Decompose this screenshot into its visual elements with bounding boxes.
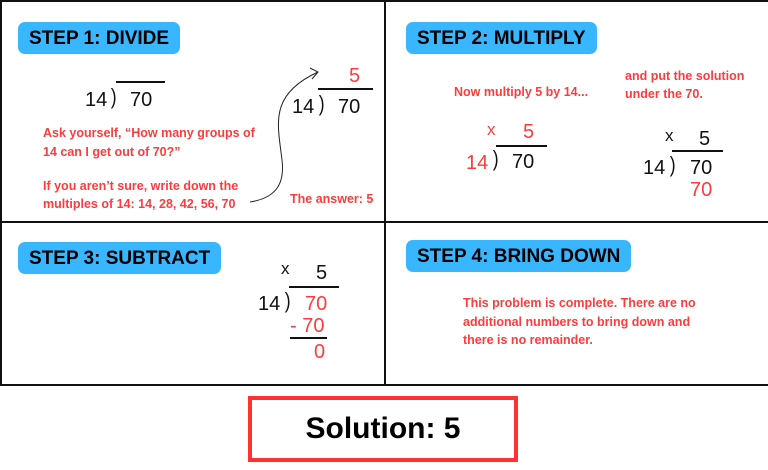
step2-header: STEP 2: MULTIPLY: [406, 22, 597, 54]
divider: [0, 221, 768, 223]
divisor: 14: [292, 96, 315, 118]
instruction: multiples of 14: 14, 28, 42, 56, 70: [43, 197, 236, 211]
division-bracket: ): [318, 91, 325, 116]
division-bar: [496, 145, 547, 147]
divisor: 14: [258, 293, 281, 315]
times-sign: x: [281, 259, 290, 278]
quotient: 5: [316, 262, 328, 284]
division-bracket: ): [284, 288, 291, 313]
instruction: This problem is complete. There are no: [463, 296, 696, 310]
divisor: 14: [85, 89, 108, 111]
step3-header: STEP 3: SUBTRACT: [18, 242, 222, 274]
product: 70: [690, 179, 713, 201]
step4-header: STEP 4: BRING DOWN: [406, 240, 632, 272]
instruction: Ask yourself, “How many groups of: [43, 126, 255, 140]
subtrahend: - 70: [290, 315, 325, 337]
dividend: 70: [338, 96, 361, 118]
instruction: under the 70.: [625, 87, 703, 101]
division-bracket: ): [669, 152, 676, 177]
answer-text: The answer: 5: [290, 192, 374, 206]
solution-box: Solution: 5: [248, 396, 518, 462]
step1-header: STEP 1: DIVIDE: [18, 22, 181, 54]
instruction: 14 can I get out of 70?”: [43, 145, 181, 159]
dividend: 70: [305, 293, 328, 315]
instruction: additional numbers to bring down and: [463, 315, 691, 329]
division-bar: [289, 286, 339, 288]
quotient: 5: [523, 121, 535, 143]
subtraction-bar: [290, 337, 327, 339]
remainder: 0: [314, 341, 326, 363]
division-bar: [318, 88, 373, 90]
divisor: 14: [466, 152, 489, 174]
quotient: 5: [349, 65, 361, 87]
division-bar: [116, 81, 165, 83]
division-bracket: ): [492, 146, 499, 171]
dividend: 70: [130, 89, 153, 111]
divisor: 14: [643, 157, 666, 179]
division-bracket: ): [110, 84, 117, 109]
times-sign: x: [487, 120, 496, 139]
dividend: 70: [512, 151, 535, 173]
times-sign: x: [665, 126, 674, 145]
instruction: and put the solution: [625, 69, 745, 83]
instruction: Now multiply 5 by 14...: [454, 85, 589, 99]
instruction: If you aren’t sure, write down the: [43, 179, 239, 193]
instruction: there is no remainder.: [463, 333, 593, 347]
division-bar: [672, 150, 723, 152]
dividend: 70: [690, 157, 713, 179]
quotient: 5: [699, 128, 711, 150]
divider: [384, 0, 386, 384]
